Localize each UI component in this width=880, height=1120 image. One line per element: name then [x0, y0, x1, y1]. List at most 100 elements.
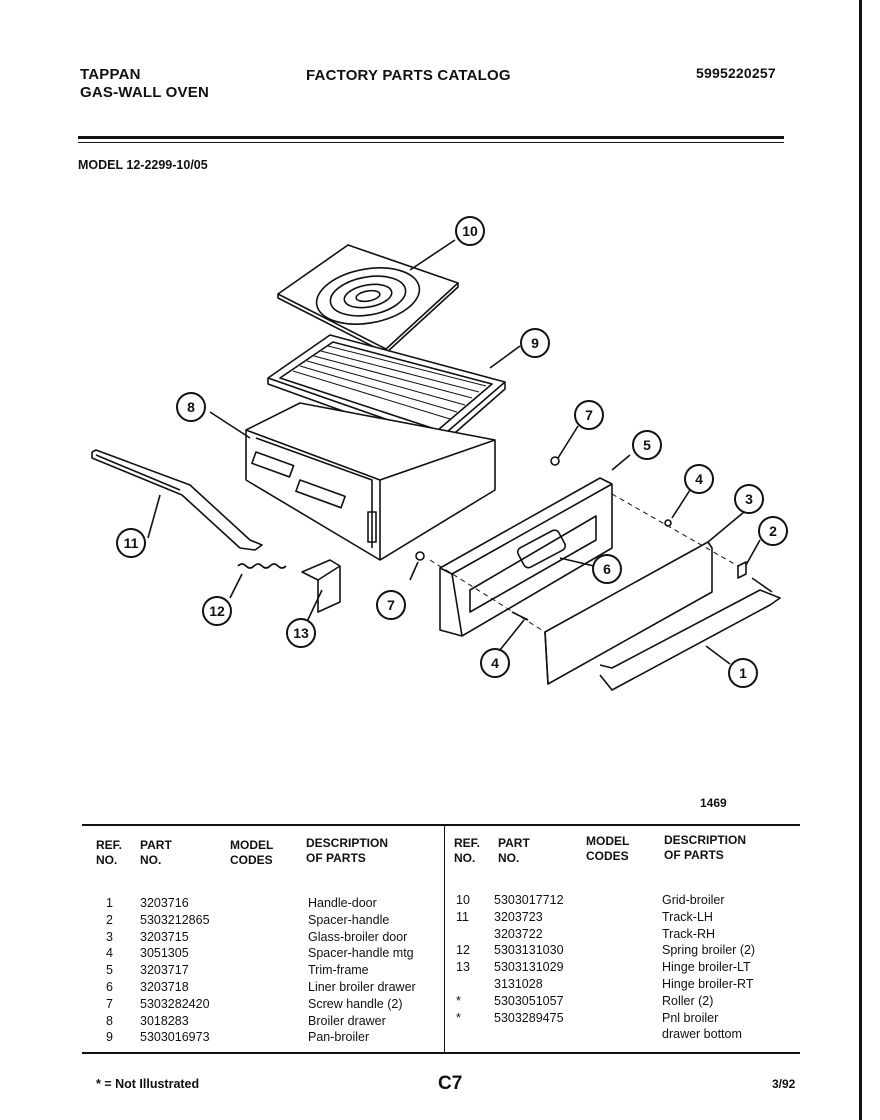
- table-cell-desc: Spring broiler (2): [662, 943, 756, 958]
- page-number: C7: [438, 1073, 463, 1094]
- col-header-desc: DESCRIPTION OF PARTS: [306, 836, 389, 865]
- brand: TAPPAN: [80, 66, 141, 83]
- figure-number: 1469: [700, 796, 727, 810]
- table-cell-desc: Hinge broiler-LT: [662, 960, 751, 975]
- table-cell-part: 3203717: [140, 963, 189, 978]
- col-header-part: PART NO.: [140, 838, 172, 867]
- table-cell-ref: 13: [456, 960, 470, 975]
- broiler-drawer-part: [209, 402, 496, 561]
- callout-9: 9: [520, 328, 550, 358]
- catalog-title: FACTORY PARTS CATALOG: [306, 67, 511, 84]
- callout-10: 10: [455, 216, 485, 246]
- table-cell-desc: Roller (2): [662, 993, 714, 1008]
- table-bottom-rule: [82, 1052, 800, 1054]
- col-header-part-right: PART NO.: [498, 836, 530, 865]
- table-cell-desc: Track-LH: [662, 909, 713, 924]
- col-header-model: MODEL CODES: [230, 838, 274, 867]
- table-cell-desc: Broiler drawer: [308, 1013, 386, 1028]
- table-cell-part: 5303289475: [494, 1010, 564, 1025]
- callout-11: 11: [116, 528, 146, 558]
- table-cell-part: 5303017712: [494, 893, 564, 907]
- table-cell-ref: 2: [106, 912, 113, 927]
- callout-3: 3: [734, 484, 764, 514]
- callout-4-top: 4: [684, 464, 714, 494]
- table-cell-part: 3203723: [494, 909, 543, 924]
- handle-part: [599, 577, 781, 691]
- table-cell-ref: 1: [106, 896, 113, 910]
- header-rule: [78, 136, 784, 139]
- exploded-parts-diagram: [91, 239, 781, 691]
- track-part: [91, 449, 263, 551]
- callout-2: 2: [758, 516, 788, 546]
- table-cell-part: 3018283: [140, 1013, 189, 1028]
- table-cell-part: 5303131030: [494, 943, 564, 958]
- col-header-ref-right: REF. NO.: [454, 836, 481, 865]
- table-cell-ref: 12: [456, 943, 470, 958]
- not-illustrated-note: * = Not Illustrated: [96, 1077, 200, 1091]
- glass-door-part: [544, 511, 745, 685]
- table-cell-desc: Screw handle (2): [308, 996, 403, 1011]
- table-cell-ref: 10: [456, 893, 470, 907]
- liner-part: [516, 529, 595, 569]
- catalog-number: 5995220257: [696, 65, 776, 81]
- trim-frame-part: [439, 454, 631, 637]
- table-cell-part: 3203722: [494, 926, 543, 941]
- table-cell-desc: Grid-broiler: [662, 893, 725, 907]
- table-cell-part: 3203715: [140, 929, 189, 944]
- table-cell-desc: Pan-broiler: [308, 1030, 370, 1045]
- screw-parts: [409, 425, 579, 581]
- table-cell-ref: 6: [106, 980, 113, 994]
- callout-13: 13: [286, 618, 316, 648]
- grid-broiler-part: [277, 239, 459, 354]
- callout-7-bottom: 7: [376, 590, 406, 620]
- table-cell-desc: Spacer-handle mtg: [308, 946, 414, 961]
- catalog-date: 3/92: [772, 1077, 796, 1091]
- table-cell-desc: Pnl broiler: [662, 1010, 719, 1025]
- col-header-desc-right: DESCRIPTION OF PARTS: [664, 833, 747, 862]
- table-top-rule: [82, 824, 800, 826]
- product-name: GAS-WALL OVEN: [80, 84, 209, 101]
- table-cell-desc: Spacer-handle: [308, 912, 390, 927]
- callout-8: 8: [176, 392, 206, 422]
- header-rule-thin: [78, 142, 784, 143]
- table-cell-desc: Glass-broiler door: [308, 929, 408, 944]
- page-right-border: [859, 0, 862, 1120]
- table-cell-ref: *: [456, 1010, 461, 1025]
- table-cell-ref: 8: [106, 1013, 113, 1028]
- callout-7-top: 7: [574, 400, 604, 430]
- table-cell-part: 5303282420: [140, 996, 210, 1011]
- table-cell-part: 3203716: [140, 896, 189, 910]
- callout-6: 6: [592, 554, 622, 584]
- table-cell-ref: 11: [456, 909, 469, 924]
- table-cell-desc: Hinge broiler-RT: [662, 977, 754, 991]
- table-cell-desc: Track-RH: [662, 926, 716, 941]
- table-cell-ref: 7: [106, 996, 113, 1011]
- col-header-model-right: MODEL CODES: [586, 834, 630, 863]
- table-cell-ref: 3: [106, 929, 113, 944]
- table-cell-part: 5303212865: [140, 912, 210, 927]
- callout-12: 12: [202, 596, 232, 626]
- table-cell-part: 5303051057: [494, 993, 564, 1008]
- table-cell-desc: Trim-frame: [308, 963, 369, 978]
- table-cell-desc: Liner broiler drawer: [308, 980, 416, 994]
- table-cell-part: 3051305: [140, 946, 189, 961]
- hinge-part: [301, 559, 341, 629]
- table-divider: [444, 826, 445, 1054]
- table-cell-ref: 9: [106, 1030, 113, 1045]
- table-cell-part: 3203718: [140, 980, 189, 994]
- table-cell-ref: 5: [106, 963, 113, 978]
- table-cell-ref: *: [456, 993, 461, 1008]
- callout-1: 1: [728, 658, 758, 688]
- callout-5: 5: [632, 430, 662, 460]
- table-cell-desc: drawer bottom: [662, 1027, 742, 1042]
- table-cell-part: 5303016973: [140, 1030, 210, 1045]
- col-header-ref: REF. NO.: [96, 838, 123, 867]
- table-cell-ref: 4: [106, 946, 113, 961]
- model-number: MODEL 12-2299-10/05: [78, 158, 208, 172]
- table-cell-part: 5303131029: [494, 960, 564, 975]
- spring-part: [229, 563, 287, 599]
- spacer-handle-part: [737, 539, 761, 579]
- table-cell-part: 3131028: [494, 977, 543, 991]
- callout-4-bottom: 4: [480, 648, 510, 678]
- table-cell-desc: Handle-door: [308, 896, 377, 910]
